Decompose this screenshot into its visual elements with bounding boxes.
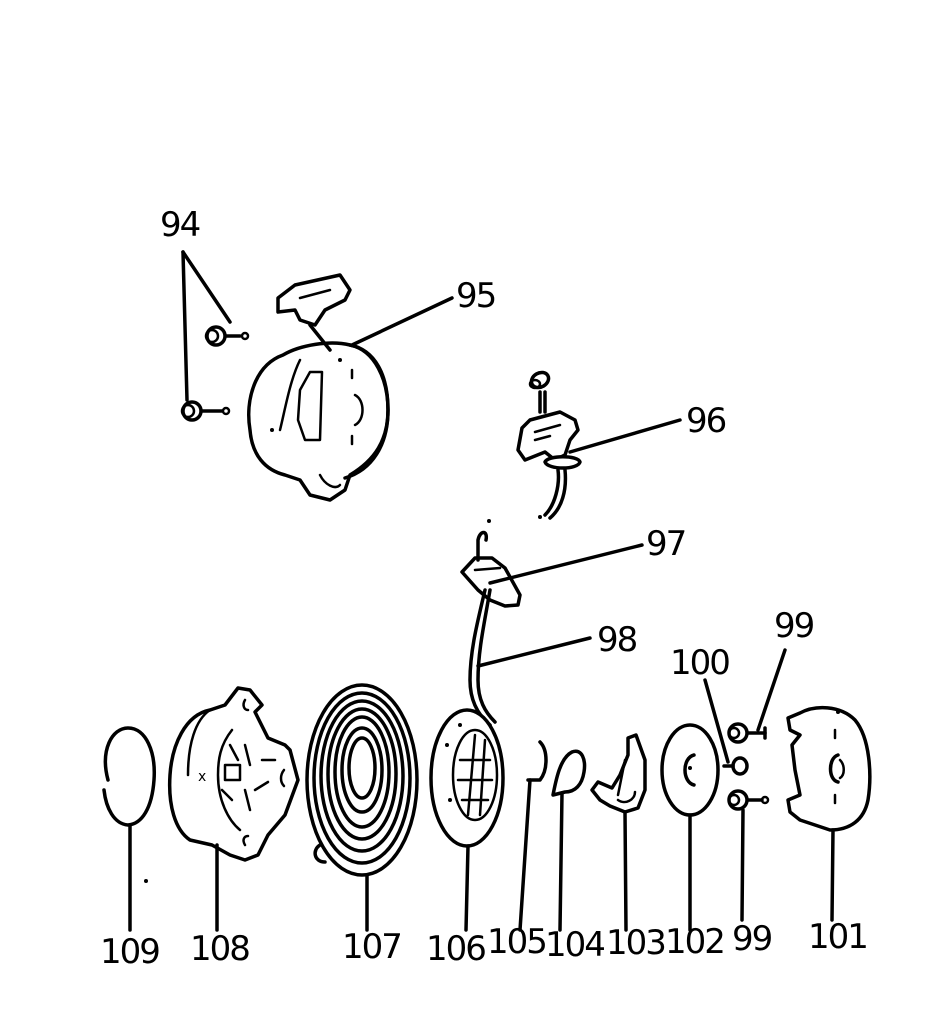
label-99-bottom: 99 [732, 919, 772, 959]
part-103-ratchet [590, 733, 647, 932]
label-106: 106 [426, 929, 485, 969]
part-109-ring [102, 726, 156, 932]
screw-94-lower [180, 400, 231, 422]
leader-95 [350, 296, 454, 347]
part-94-screws [180, 250, 250, 422]
label-99-top: 99 [774, 606, 814, 646]
label-95: 95 [456, 276, 495, 316]
label-103: 103 [606, 923, 665, 963]
label-108: 108 [190, 929, 249, 969]
label-101: 101 [808, 917, 867, 957]
part-95-starter-housing [247, 273, 390, 502]
leader-98 [476, 636, 592, 668]
label-107: 107 [342, 927, 401, 967]
label-100: 100 [670, 643, 729, 683]
part-97-rope-guide [460, 515, 542, 608]
part-99-screws [727, 648, 787, 922]
label-102: 102 [665, 922, 724, 962]
marking-x: x [198, 769, 206, 785]
part-107-recoil-spring [305, 683, 419, 932]
label-109: 109 [100, 932, 159, 972]
leader-96 [568, 418, 682, 454]
part-104-pawl [551, 749, 587, 932]
screw-94-upper [204, 325, 250, 347]
part-96-handle [516, 370, 582, 520]
part-98-starter-rope [468, 588, 497, 727]
part-105-spring-clip [518, 740, 548, 932]
screw-99-lower [727, 789, 770, 811]
label-105: 105 [487, 922, 546, 962]
leader-97 [488, 543, 644, 585]
part-108-spring-case: x [167, 686, 300, 932]
label-94: 94 [160, 205, 200, 245]
label-98: 98 [597, 620, 637, 660]
label-97: 97 [646, 524, 685, 564]
label-104: 104 [545, 925, 604, 965]
leader-100 [703, 678, 730, 764]
label-96: 96 [686, 401, 726, 441]
part-100-screw [722, 756, 749, 776]
part-106-reel [429, 708, 505, 932]
part-101-cover [786, 705, 872, 922]
part-102-washer [660, 723, 720, 932]
screw-99-upper [727, 722, 767, 744]
